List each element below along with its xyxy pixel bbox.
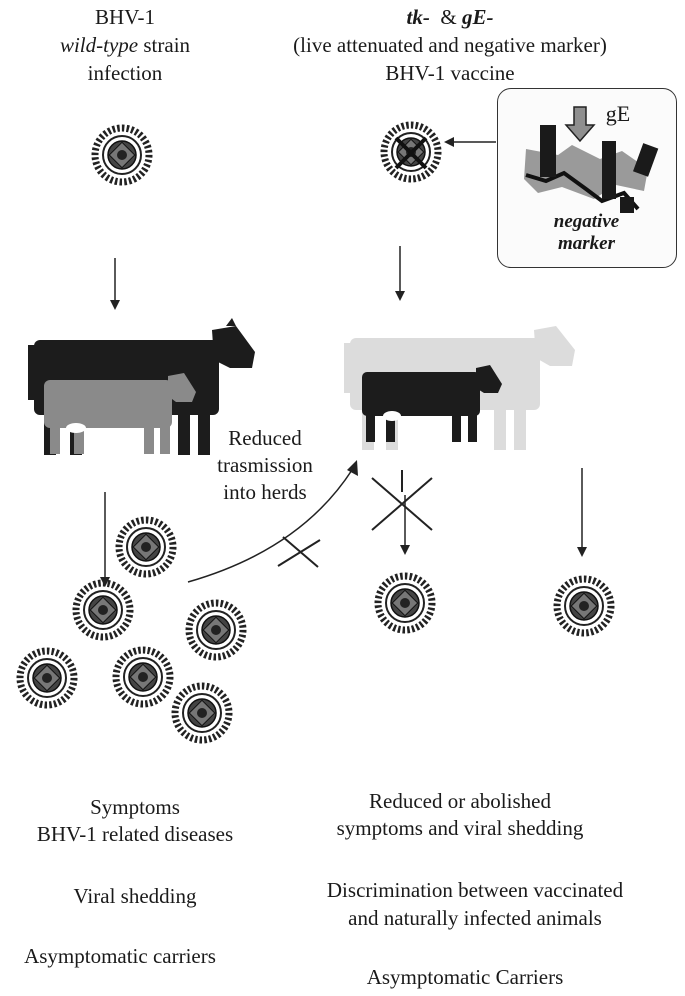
- negative-marker-line1: negative: [553, 211, 620, 232]
- left-header-line2: wild-type strain: [30, 32, 220, 58]
- gene-label: gE: [605, 101, 631, 126]
- right-carriers: Asymptomatic Carriers: [366, 965, 564, 989]
- right-discrim-line1: Discrimination between vaccinated: [326, 878, 624, 902]
- ge-text: gE-: [461, 5, 494, 29]
- right-reduced-line1: Reduced or abolished: [369, 789, 551, 813]
- right-discrim-line2: and naturally infected animals: [348, 906, 602, 930]
- marker-gene-art: [524, 106, 659, 213]
- small-dark-cow-icon: [362, 365, 502, 442]
- left-header-line3: infection: [87, 61, 163, 85]
- left-symptoms-line2: BHV-1 related diseases: [36, 822, 234, 846]
- negative-marker-box: gE negative marker: [497, 88, 677, 268]
- left-shedding: Viral shedding: [73, 884, 197, 908]
- blocked-cross-icon: [277, 536, 321, 568]
- grey-cow-icon: [44, 373, 196, 454]
- middle-label-line3: into herds: [223, 480, 307, 504]
- right-header-line1: tk- & gE-: [255, 4, 645, 30]
- left-header-line1: BHV-1: [95, 5, 155, 29]
- virus-vaccine-icon: [384, 125, 438, 179]
- middle-label-line1: Reduced: [228, 426, 302, 450]
- left-symptoms-line1: Symptoms: [90, 795, 180, 819]
- big-cross-icon: [371, 470, 433, 531]
- right-header-line2: (live attenuated and negative marker): [293, 33, 607, 57]
- tk-text: tk-: [406, 5, 430, 29]
- amp-text: &: [440, 5, 457, 29]
- right-header-line3: BHV-1 vaccine: [385, 61, 515, 85]
- virus-vaccinated-adult-icon: [557, 579, 611, 633]
- wild-type-text: wild-type: [59, 33, 139, 57]
- virus-wildtype-icon: [95, 128, 149, 182]
- strain-text: strain: [138, 33, 191, 57]
- right-reduced-line2: symptoms and viral shedding: [336, 816, 584, 840]
- virus-vaccinated-calf-icon: [378, 576, 432, 630]
- middle-label-line2: trasmission: [217, 453, 313, 477]
- left-carriers: Asymptomatic carriers: [24, 944, 216, 968]
- virus-cluster-left: [20, 520, 243, 740]
- gene-pointer-icon: [564, 106, 596, 143]
- negative-marker-line2: marker: [558, 233, 615, 254]
